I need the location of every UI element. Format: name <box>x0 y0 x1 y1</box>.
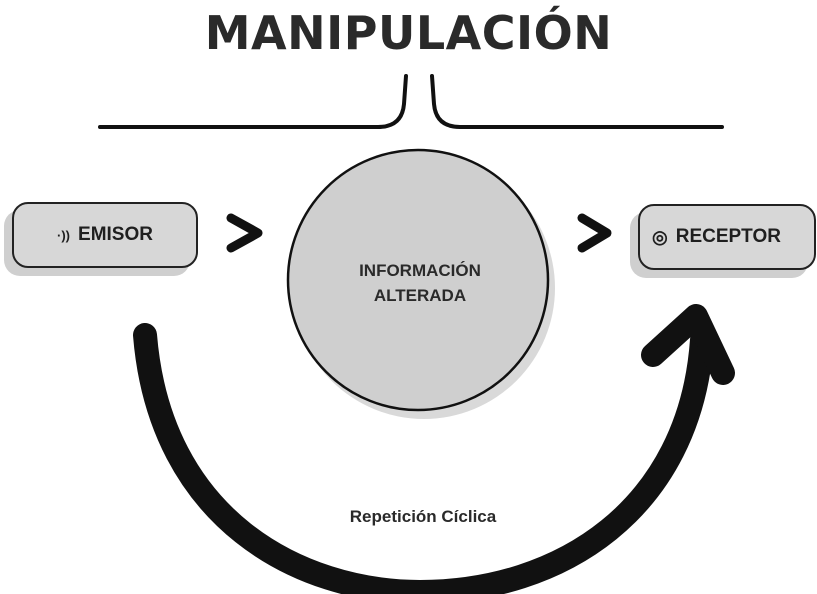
signal-waves-icon: ·)) <box>57 227 71 243</box>
chevron-right-icon <box>577 213 612 253</box>
receptor-box: ◎ RECEPTOR <box>638 204 816 270</box>
information-line-2: ALTERADA <box>373 286 467 305</box>
emisor-box: ·)) EMISOR <box>12 202 198 268</box>
cycle-arrowhead <box>641 304 735 385</box>
target-icon: ◎ <box>652 227 668 247</box>
information-circle <box>286 148 550 412</box>
emisor-label: EMISOR <box>78 224 153 245</box>
diagram-title: MANIPULACIÓN <box>204 6 613 60</box>
chevron-right-icon <box>226 213 263 253</box>
receptor-label: RECEPTOR <box>675 226 781 247</box>
information-line-1: INFORMACIÓN <box>359 261 481 280</box>
cycle-arrow <box>133 323 714 594</box>
cycle-label: Repetición Cíclica <box>349 507 497 526</box>
information-text: INFORMACIÓN ALTERADA <box>300 258 540 308</box>
brace <box>98 74 724 129</box>
